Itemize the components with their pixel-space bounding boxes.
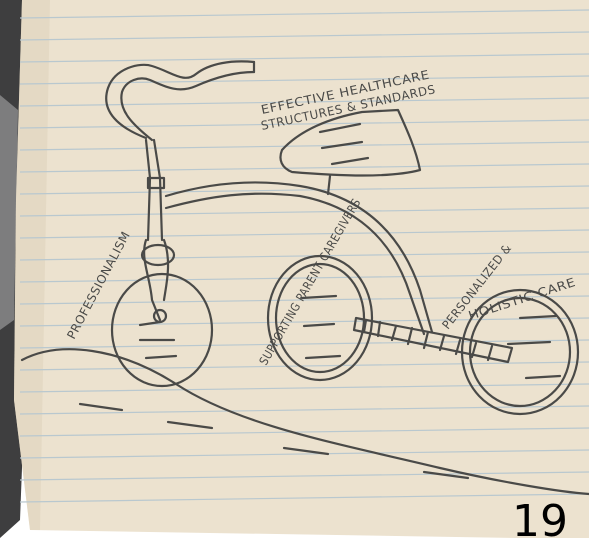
page-number: 19 bbox=[512, 500, 568, 538]
